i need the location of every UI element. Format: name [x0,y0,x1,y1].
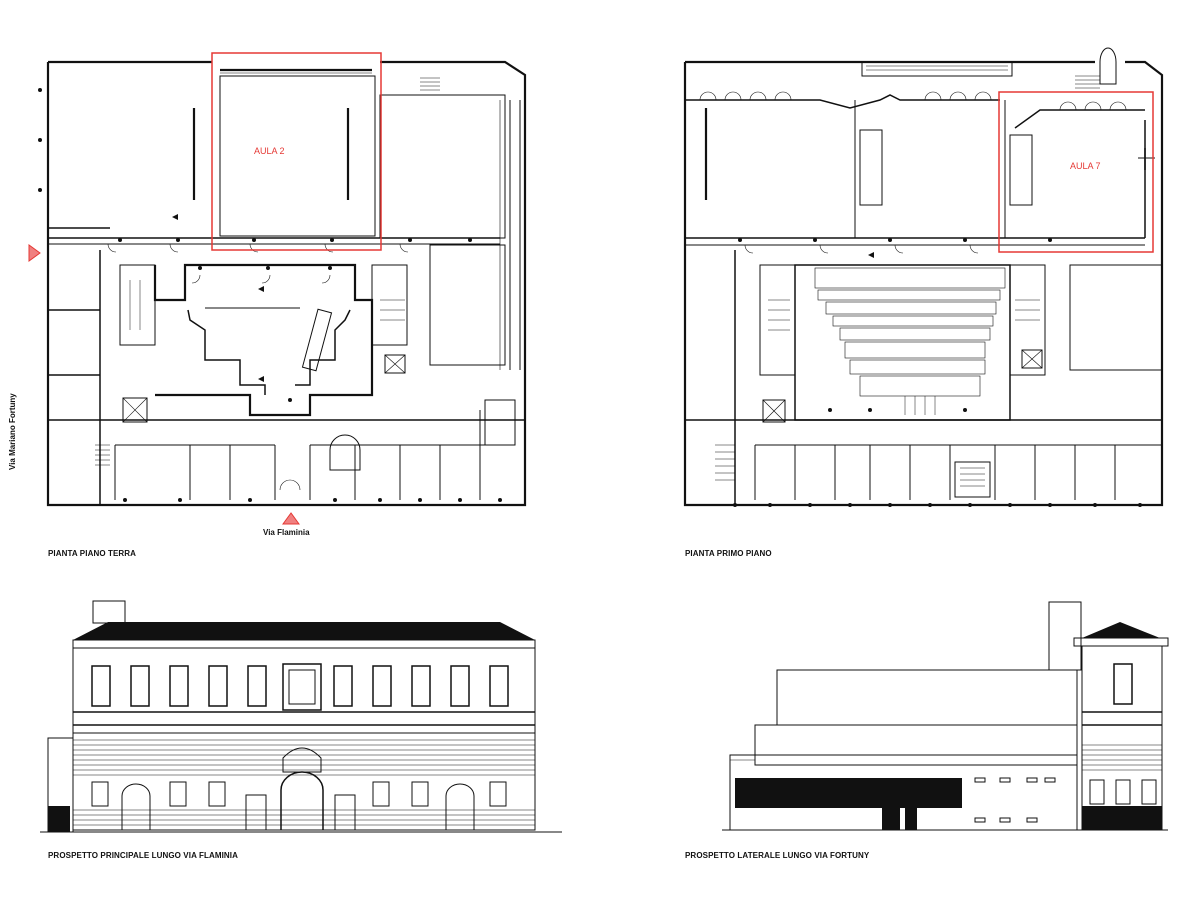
upper-windows [91,663,509,711]
ground-floor-plan: AULA 2 Via Flaminia Via Mariano Fortuny … [8,52,527,558]
auditorium-seating [814,267,1006,415]
first-floor-plan: AULA 7 PIANTA PRIMO PIANO [683,47,1164,558]
staircase-bottom-right [329,434,361,471]
doorways [121,747,475,831]
door-markers [38,88,502,502]
staircase-top-right [420,77,440,91]
caption-first-floor: PIANTA PRIMO PIANO [685,549,772,558]
staircase-first-bottom-center [954,461,991,498]
staircase-bottom-left [95,444,110,466]
aula-2-highlight [211,52,382,251]
entrance-triangle-icon [282,512,300,525]
staircase-first-top-right [1075,47,1117,89]
aula-2-label: AULA 2 [254,146,285,156]
street-via-flaminia: Via Flaminia [263,528,310,537]
caption-side-elevation: PROSPETTO LATERALE LUNGO VIA FORTUNY [685,851,870,860]
rustication [73,739,535,826]
door-markers-first [733,238,1142,507]
side-elevation: PROSPETTO LATERALE LUNGO VIA FORTUNY [685,601,1169,860]
side-glazing [735,778,962,808]
aula-7-highlight [998,91,1154,253]
main-elevation: PROSPETTO PRINCIPALE LUNGO VIA FLAMINIA [40,600,562,860]
side-small-windows [974,777,1056,823]
street-via-fortuny: Via Mariano Fortuny [8,393,17,470]
staircase-first-bottom-left [715,444,735,481]
side-rustication [1082,744,1162,771]
caption-main-elevation: PROSPETTO PRINCIPALE LUNGO VIA FLAMINIA [48,851,238,860]
aula-7-label: AULA 7 [1070,161,1101,171]
entrance-triangle-icon [28,244,41,262]
glazed-wall [220,68,372,74]
caption-ground-floor: PIANTA PIANO TERRA [48,549,136,558]
lower-windows [91,781,507,807]
